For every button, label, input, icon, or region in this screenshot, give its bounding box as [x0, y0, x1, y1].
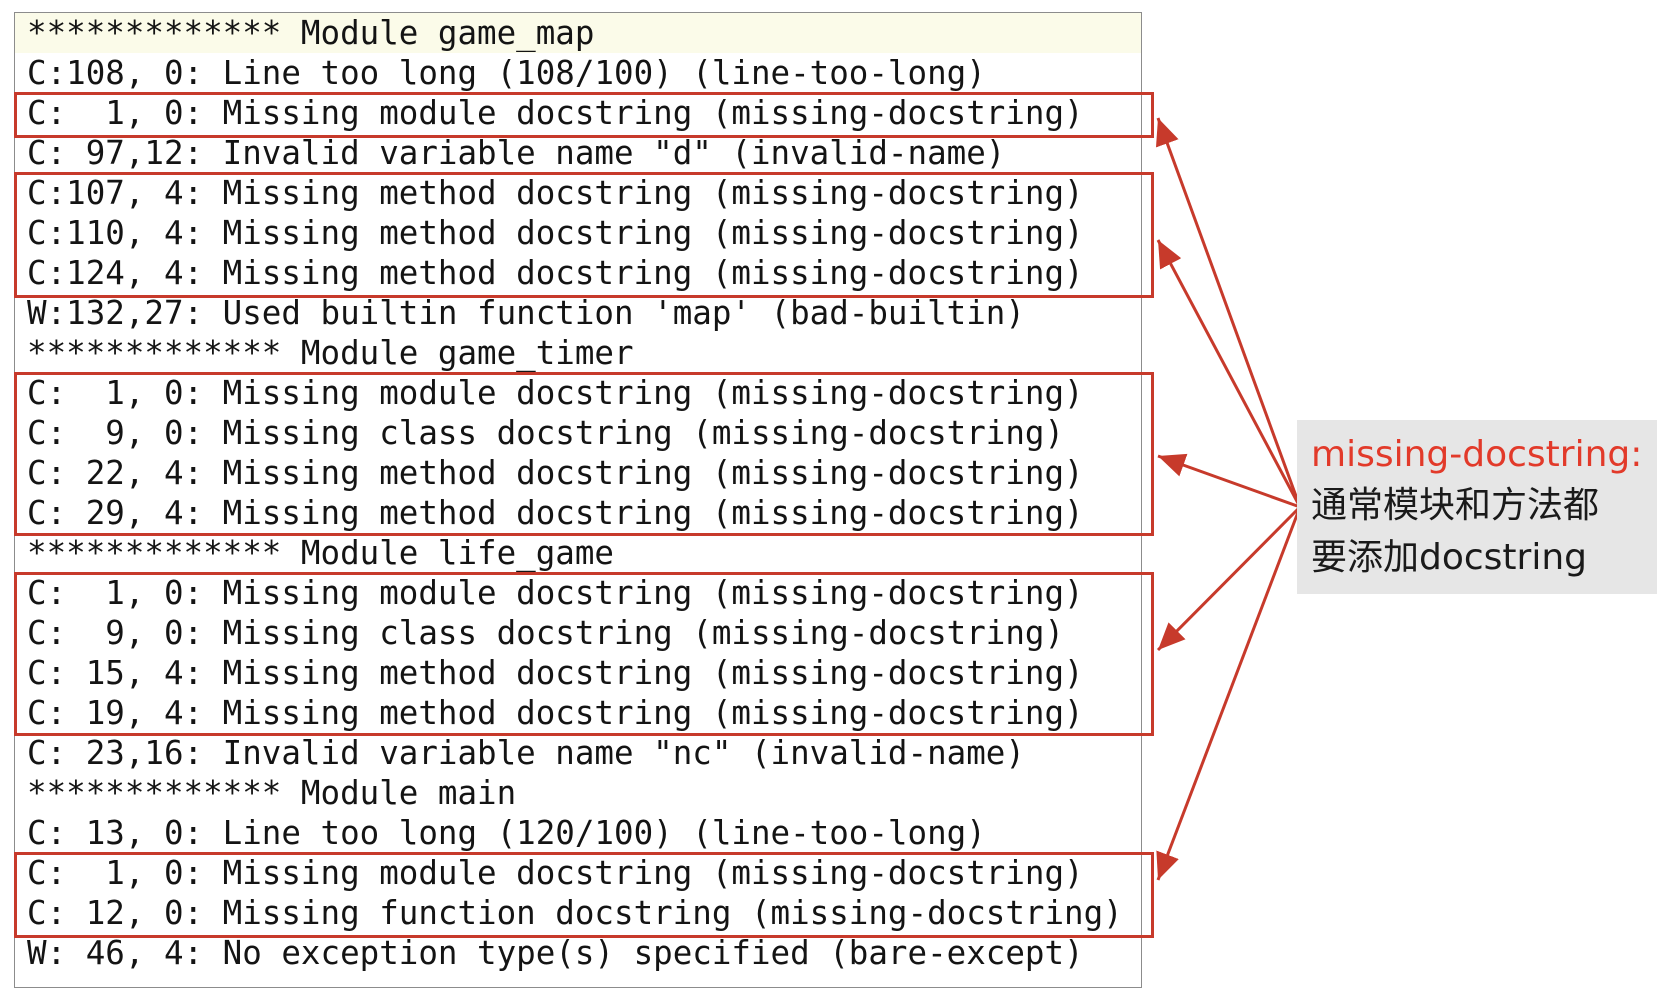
highlight-box-game-map-module: [14, 92, 1154, 138]
module-header-game-map: ************* Module game_map: [27, 14, 595, 52]
log-line: C: 9, 0: Missing class docstring (missin…: [27, 414, 1065, 452]
log-line: W: 46, 4: No exception type(s) specified…: [27, 934, 1084, 972]
log-line: C: 1, 0: Missing module docstring (missi…: [27, 854, 1084, 892]
highlight-box-game-timer: [14, 372, 1154, 536]
log-line: C: 15, 4: Missing method docstring (miss…: [27, 654, 1084, 692]
log-line: C: 22, 4: Missing method docstring (miss…: [27, 454, 1084, 492]
log-line: C: 23,16: Invalid variable name "nc" (in…: [27, 734, 1025, 772]
log-line: C: 1, 0: Missing module docstring (missi…: [27, 374, 1084, 412]
missing-docstring-callout: missing-docstring: 通常模块和方法都 要添加docstring: [1297, 420, 1657, 594]
arrow-to-life-game: [1156, 505, 1302, 652]
arrow-to-game-map-module: [1155, 117, 1302, 508]
arrow-to-main: [1156, 506, 1302, 881]
log-line: C: 19, 4: Missing method docstring (miss…: [27, 694, 1084, 732]
log-line: C: 1, 0: Missing module docstring (missi…: [27, 94, 1084, 132]
arrow-to-game-map-methods: [1156, 239, 1302, 508]
log-line: C: 29, 4: Missing method docstring (miss…: [27, 494, 1084, 532]
callout-line-2: 要添加docstring: [1311, 537, 1588, 578]
highlight-box-main: [14, 852, 1154, 938]
callout-line-1: 通常模块和方法都: [1311, 485, 1600, 526]
log-line: C:124, 4: Missing method docstring (miss…: [27, 254, 1084, 292]
log-line: C:108, 0: Line too long (108/100) (line-…: [27, 54, 986, 92]
log-line: W:132,27: Used builtin function 'map' (b…: [27, 294, 1025, 332]
log-line: C: 12, 0: Missing function docstring (mi…: [27, 894, 1123, 932]
module-header-life-game: ************* Module life_game: [27, 534, 614, 572]
log-line: C:107, 4: Missing method docstring (miss…: [27, 174, 1084, 212]
highlight-box-life-game: [14, 572, 1154, 736]
log-line: C: 97,12: Invalid variable name "d" (inv…: [27, 134, 1006, 172]
callout-title: missing-docstring:: [1311, 434, 1643, 475]
module-header-game-timer: ************* Module game_timer: [27, 334, 634, 372]
log-line: C: 9, 0: Missing class docstring (missin…: [27, 614, 1065, 652]
log-line: C: 1, 0: Missing module docstring (missi…: [27, 574, 1084, 612]
arrow-to-game-timer: [1157, 453, 1301, 509]
module-header-main: ************* Module main: [27, 774, 517, 812]
highlight-box-game-map-methods: [14, 172, 1154, 298]
log-line: C: 13, 0: Line too long (120/100) (line-…: [27, 814, 986, 852]
current-line-highlight: [15, 13, 1141, 53]
log-line: C:110, 4: Missing method docstring (miss…: [27, 214, 1084, 252]
